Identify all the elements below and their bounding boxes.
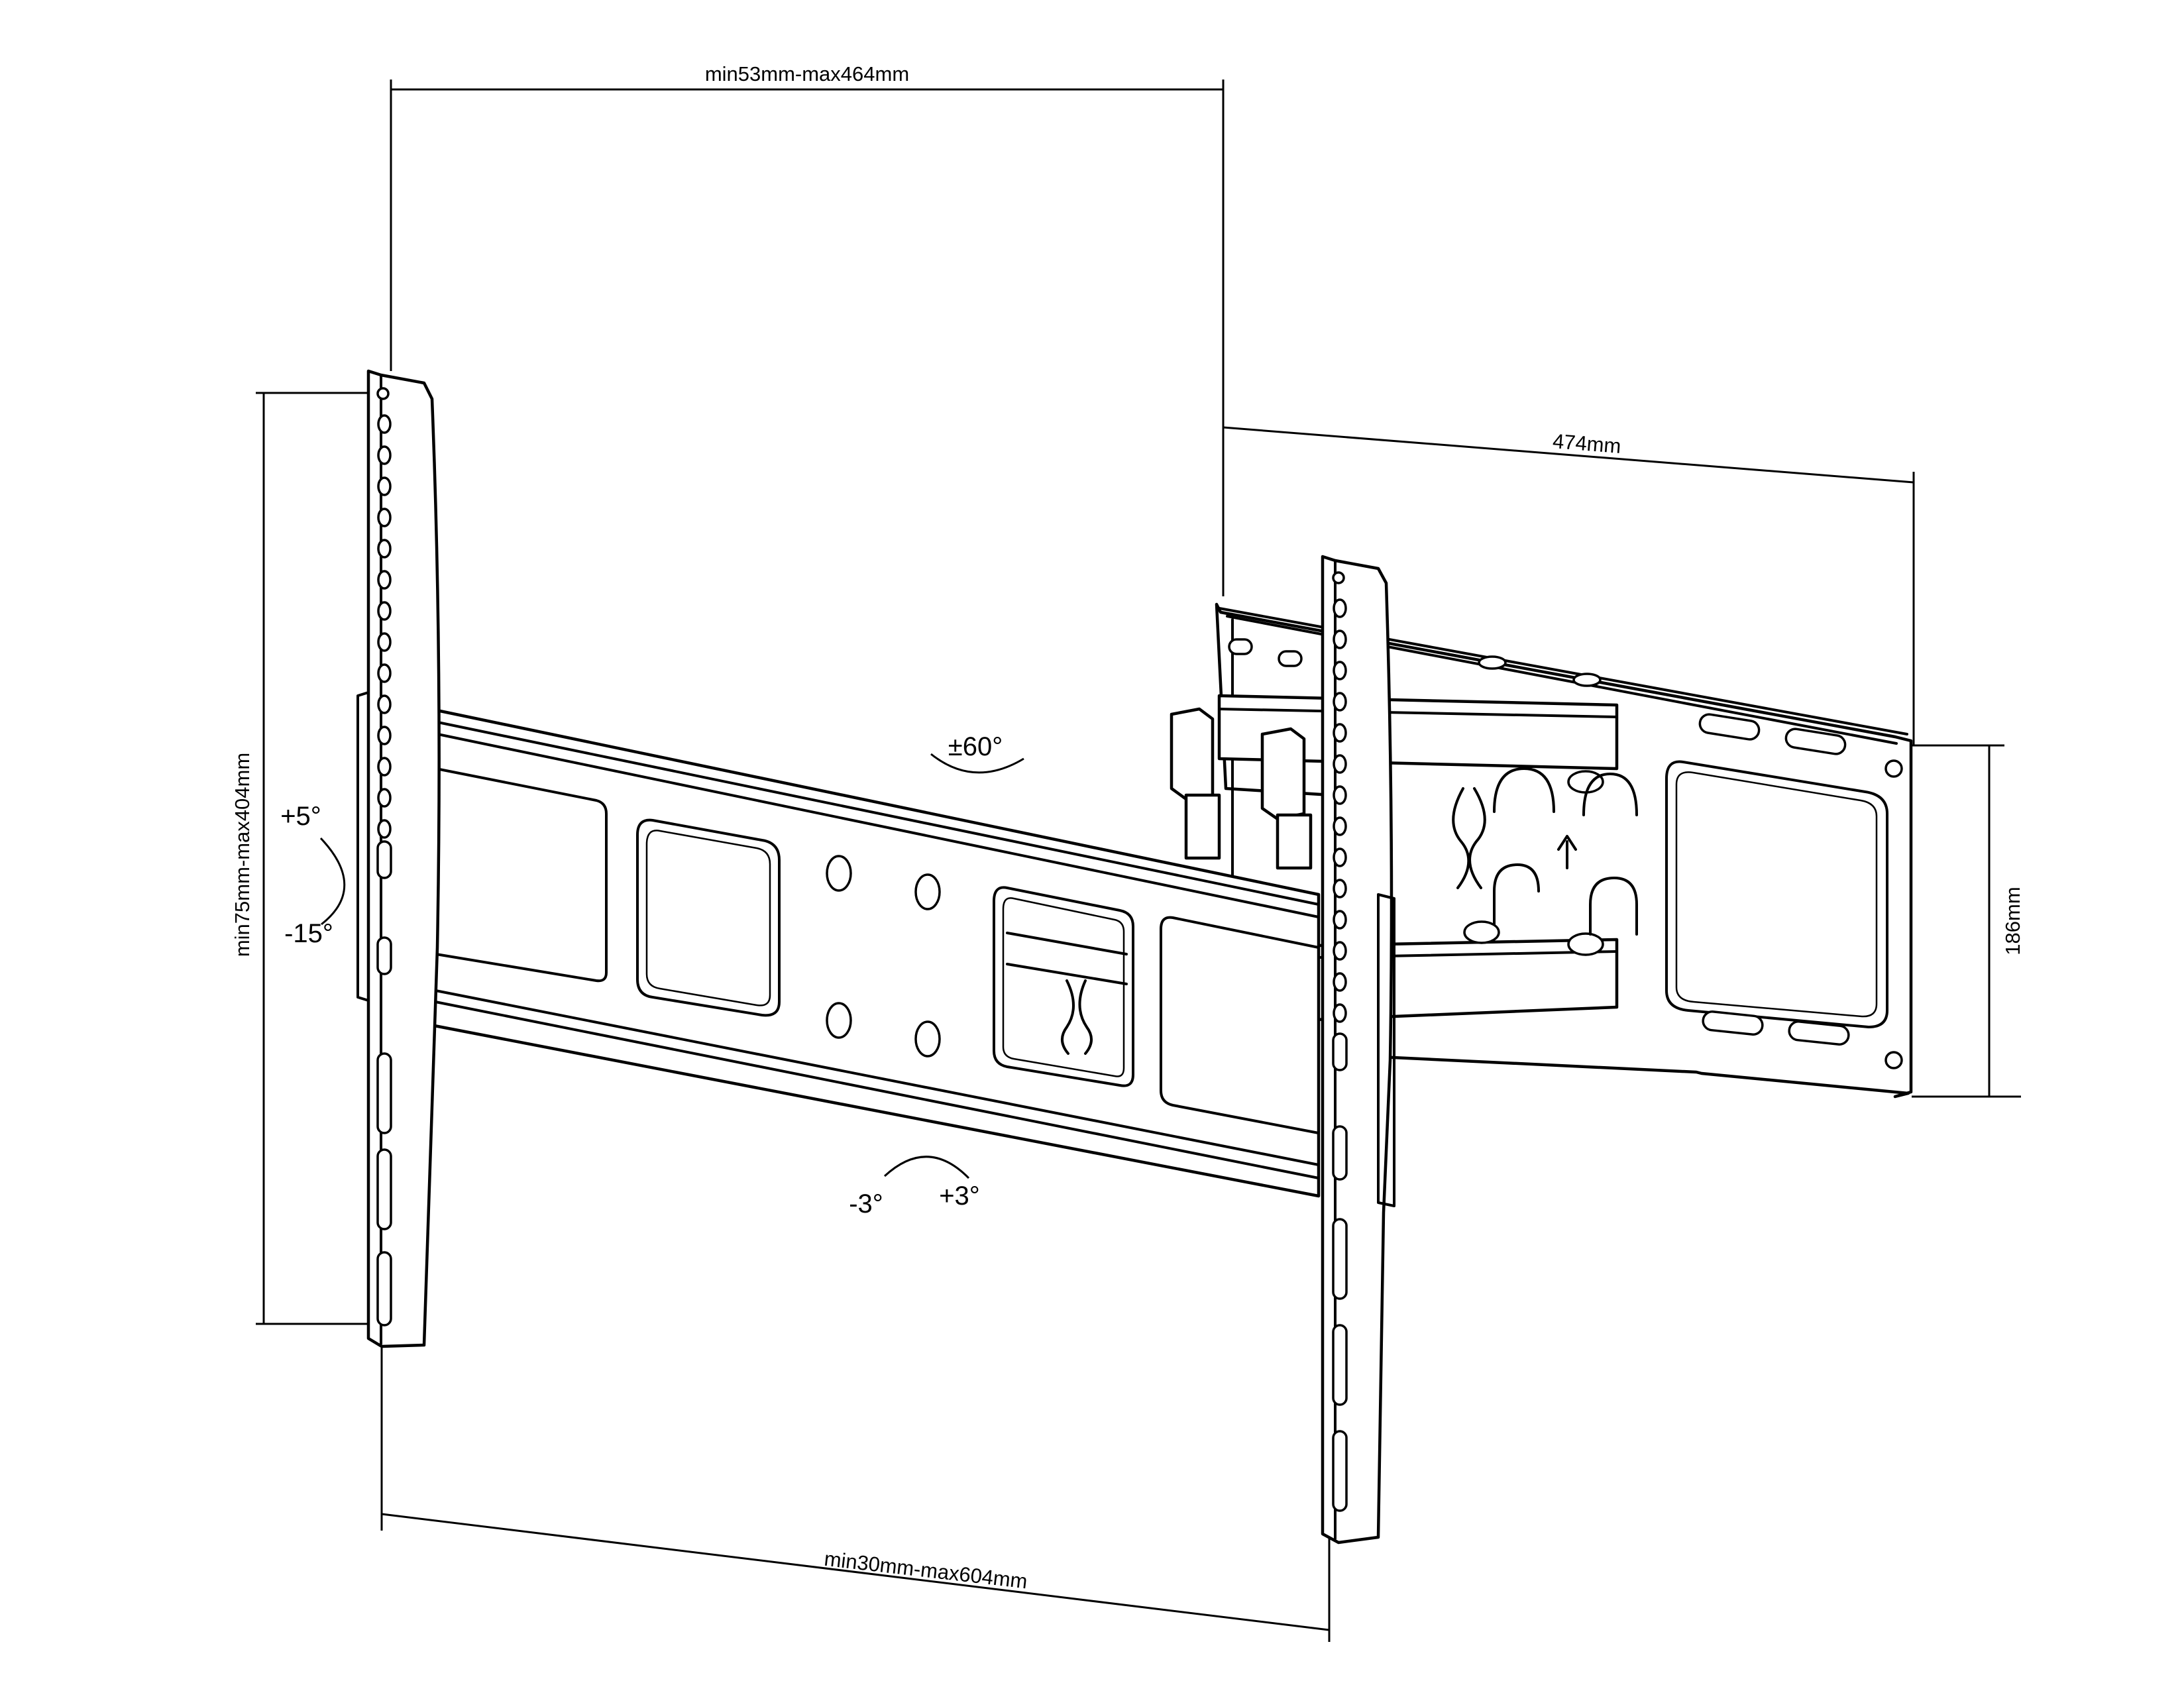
mounting-hole [1333,629,1347,649]
mounting-slot [376,1148,392,1230]
mounting-hole [1333,598,1347,618]
mounting-hole [377,414,392,434]
wall-plate [1215,602,1913,1099]
wall-plate-height-label: 186mm [2001,887,2024,955]
mounting-hole [1333,754,1347,774]
mounting-hole [1333,910,1347,930]
mounting-hole [1333,879,1347,898]
mounting-slot [1332,1430,1348,1512]
mounting-hole [377,476,392,496]
mounting-slot [376,1052,392,1134]
swivel-arc [930,753,1024,774]
level-minus-label: -3° [849,1189,883,1219]
mounting-hole [1333,785,1347,805]
mounting-hole [377,757,392,777]
mounting-hole [1333,941,1347,961]
vesa-horizontal-label: min30mm-max604mm [823,1547,1028,1594]
mounting-slot [376,936,392,975]
right-bracket-holes [1332,598,1348,1512]
mounting-hole [377,539,392,559]
left-vesa-bracket [356,369,441,1348]
mounting-slot [1332,1032,1348,1071]
mounting-slot [376,840,392,879]
left-bracket-holes [376,414,392,1327]
swivel-angle-label: ±60° [948,732,1003,761]
mounting-hole [377,632,392,652]
mounting-hole [1333,692,1347,712]
mounting-slot [1332,1324,1348,1406]
mounting-hole [1333,847,1347,867]
vesa-vertical-label: min75mm-max404mm [231,753,254,957]
level-arc [883,1156,970,1179]
mounting-hole [377,508,392,527]
tilt-arc [319,837,346,926]
mounting-hole [377,694,392,714]
level-plus-label: +3° [939,1181,980,1211]
arm-depth-label: 474mm [1552,429,1622,458]
mounting-hole [377,726,392,745]
mounting-hole [1333,816,1347,836]
top-width-label: min53mm-max464mm [705,62,909,85]
mounting-slot [376,1251,392,1327]
tilt-down-label: -15° [284,919,333,948]
mounting-hole [1333,972,1347,992]
mounting-hole [377,788,392,808]
tilt-up-label: +5° [280,802,321,831]
mounting-hole [377,819,392,839]
mounting-hole [1333,723,1347,743]
mounting-hole [377,663,392,683]
mounting-hole [1333,1003,1347,1023]
mounting-hole [1333,661,1347,680]
mounting-slot [1332,1125,1348,1181]
mounting-hole [377,570,392,590]
mounting-hole [377,445,392,465]
mounting-hole [377,601,392,621]
mounting-slot [1332,1218,1348,1300]
